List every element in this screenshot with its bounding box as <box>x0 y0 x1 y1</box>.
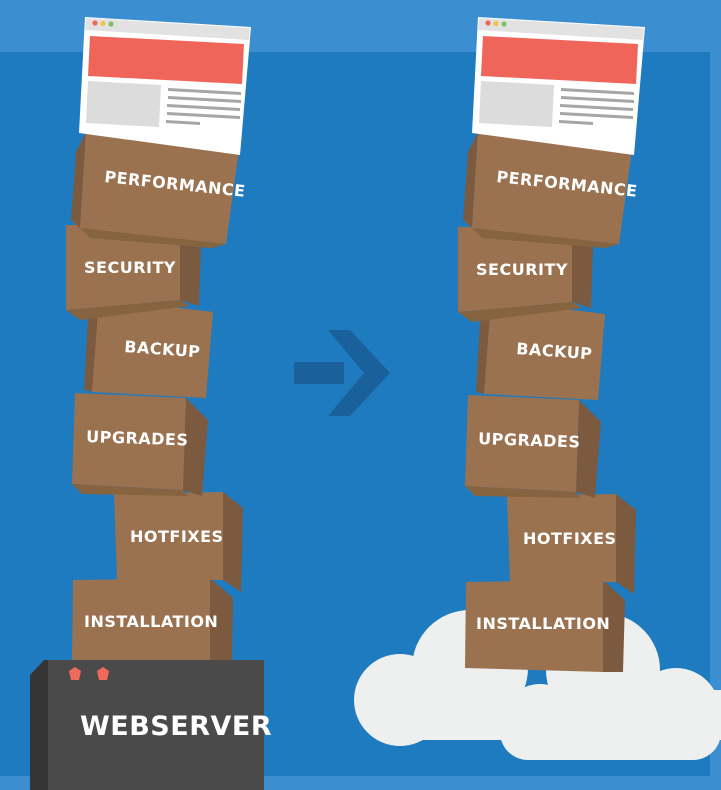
box-label: UPGRADES <box>478 429 581 452</box>
box-security: SECURITY <box>66 225 201 320</box>
server-label: WEBSERVER <box>80 711 272 742</box>
box-upgrades: UPGRADES <box>465 395 601 498</box>
box-label: HOTFIXES <box>523 529 617 548</box>
box-performance: PERFORMANCE <box>71 132 246 248</box>
server-light <box>97 667 109 680</box>
box-label: SECURITY <box>84 258 176 277</box>
server-light <box>69 667 81 680</box>
box-performance: PERFORMANCE <box>463 132 638 248</box>
box-backup: BACKUP <box>84 298 213 398</box>
box-label: INSTALLATION <box>476 614 610 633</box>
box-hotfixes: HOTFIXES <box>114 492 243 592</box>
side-band-right <box>710 0 721 790</box>
box-installation: INSTALLATION <box>72 578 233 660</box>
box-installation: INSTALLATION <box>465 580 625 672</box>
arrow-right-icon <box>294 330 390 416</box>
box-security: SECURITY <box>458 227 593 322</box>
box-backup: BACKUP <box>476 300 605 400</box>
box-hotfixes: HOTFIXES <box>507 494 636 594</box>
browser-window-icon <box>79 17 251 155</box>
left-stack: WEBSERVER INSTALLATION HOTFIXES UPGRADES… <box>30 17 272 790</box>
browser-window-icon <box>472 17 645 155</box>
server-icon: WEBSERVER <box>30 660 272 790</box>
box-label: HOTFIXES <box>130 527 224 546</box>
box-upgrades: UPGRADES <box>72 393 208 496</box>
box-label: SECURITY <box>476 260 568 279</box>
box-label: UPGRADES <box>86 427 189 450</box>
right-stack: INSTALLATION HOTFIXES UPGRADES BACKUP SE… <box>354 17 721 760</box>
box-label: INSTALLATION <box>84 612 218 631</box>
